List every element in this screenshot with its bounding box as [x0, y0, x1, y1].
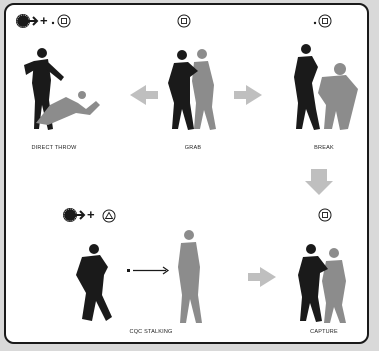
cqc-diagram: + — [16, 13, 358, 323]
plus-icon: + — [87, 207, 95, 222]
square-button-icon — [318, 14, 332, 28]
right-arrow-icon — [74, 210, 86, 220]
cqc-stalking-illustration — [76, 230, 202, 323]
caption-break: BREAK — [314, 145, 334, 151]
right-arrow-icon — [27, 16, 39, 26]
capture-illustration — [298, 244, 346, 323]
break-illustration — [294, 44, 358, 130]
cqc-instruction-card: + — [4, 3, 369, 344]
right-arrow-icon — [234, 85, 262, 105]
dot-icon — [51, 21, 55, 25]
square-button-icon — [57, 14, 71, 28]
right-arrow-icon — [248, 267, 276, 287]
left-arrow-icon — [130, 85, 158, 105]
caption-cqc-stalking: CQC STALKING — [129, 329, 173, 335]
plus-icon: + — [40, 13, 48, 28]
stalk-path-arrow-icon — [127, 266, 170, 275]
dot-icon — [313, 21, 317, 25]
square-button-icon — [177, 14, 191, 28]
caption-capture: CAPTURE — [310, 329, 338, 335]
caption-direct-throw: DIRECT THROW — [31, 145, 77, 151]
square-button-icon — [318, 208, 332, 222]
down-arrow-icon — [305, 169, 333, 195]
caption-grab: GRAB — [184, 145, 202, 151]
direct-throw-illustration — [24, 48, 100, 130]
triangle-button-icon — [102, 209, 116, 223]
grab-illustration — [168, 49, 216, 130]
